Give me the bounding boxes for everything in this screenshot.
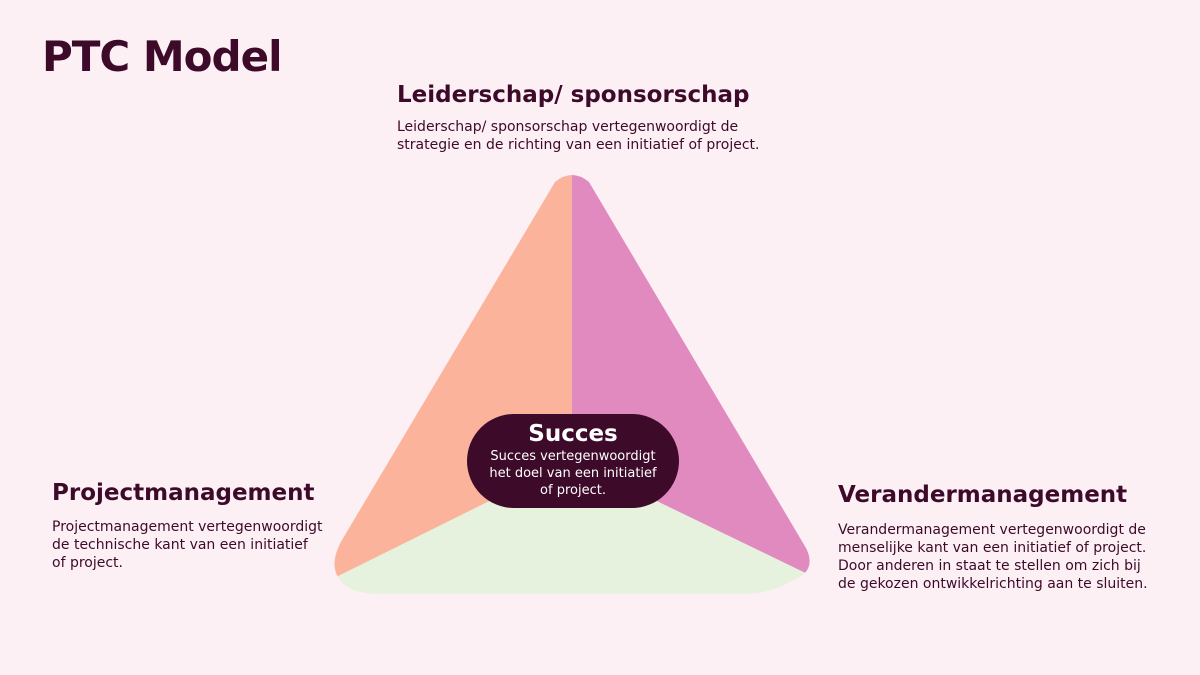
- project-management-description-line: Projectmanagement vertegenwoordigt: [52, 519, 323, 535]
- project-management-heading: Projectmanagement: [52, 480, 315, 506]
- leadership-description-line: strategie en de richting van een initiat…: [397, 137, 760, 153]
- change-management-description-line: Door anderen in staat te stellen om zich…: [838, 558, 1141, 574]
- change-management-description: Verandermanagement vertegenwoordigt de m…: [838, 521, 1148, 593]
- page-title: PTC Model: [42, 32, 282, 81]
- change-management-description-line: de gekozen ontwikkelrichting aan te slui…: [838, 576, 1148, 592]
- change-management-heading: Verandermanagement: [838, 482, 1128, 508]
- project-management-description-line: de technische kant van een initiatief: [52, 537, 308, 553]
- change-management-description-line: Verandermanagement vertegenwoordigt de: [838, 522, 1146, 538]
- leadership-description: Leiderschap/ sponsorschap vertegenwoordi…: [397, 118, 759, 154]
- project-management-description: Projectmanagement vertegenwoordigt de te…: [52, 518, 323, 572]
- leadership-description-line: Leiderschap/ sponsorschap vertegenwoordi…: [397, 119, 739, 135]
- success-description-line: of project.: [540, 483, 606, 498]
- change-management-description-line: menselijke kant van een initiatief of pr…: [838, 540, 1147, 556]
- success-heading: Succes: [528, 421, 618, 447]
- success-description-line: het doel van een initiatief: [489, 466, 657, 481]
- project-management-description-line: of project.: [52, 555, 123, 571]
- leadership-heading: Leiderschap/ sponsorschap: [397, 82, 750, 108]
- success-center-pill: Succes Succes vertegenwoordigt het doel …: [467, 414, 679, 508]
- success-description-line: Succes vertegenwoordigt: [490, 449, 656, 464]
